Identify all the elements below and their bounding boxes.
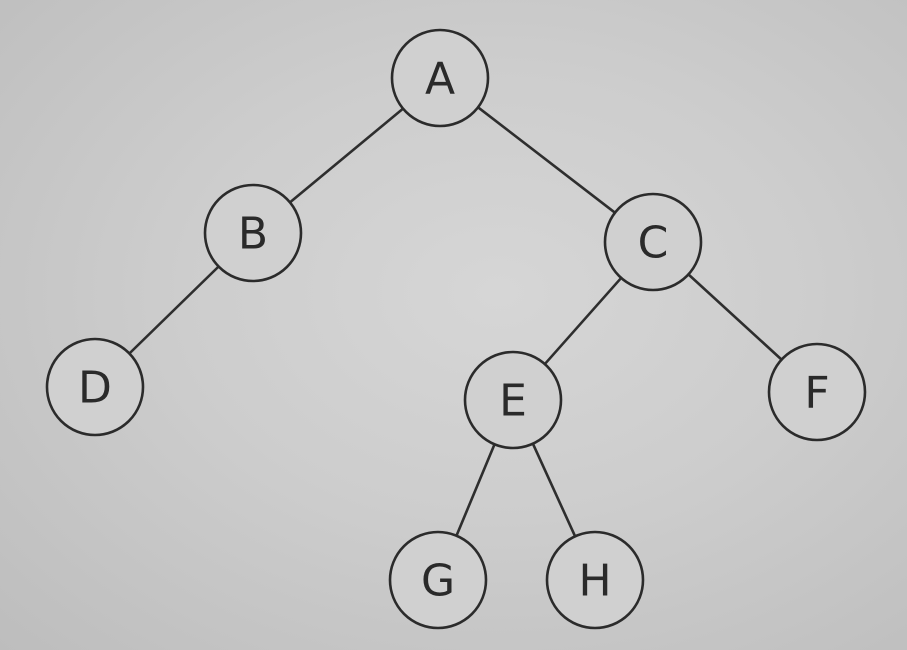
node-circle [388, 530, 488, 630]
tree-node-e: E [463, 350, 563, 450]
nodes-layer: A B C D E F G H [45, 28, 867, 630]
node-circle [767, 342, 867, 442]
edge-b-d [128, 265, 220, 355]
node-circle [603, 192, 703, 292]
tree-node-d: D [45, 337, 145, 437]
node-circle [463, 350, 563, 450]
node-label: E [499, 376, 527, 427]
edge-e-g [455, 443, 496, 537]
node-circle [390, 28, 490, 128]
tree-node-b: B [203, 183, 303, 283]
edge-a-c [476, 105, 617, 215]
edge-a-b [288, 107, 405, 204]
node-circle [203, 183, 303, 283]
edges-layer [128, 105, 783, 538]
tree-node-h: H [545, 530, 645, 630]
tree-node-c: C [603, 192, 703, 292]
edge-c-e [543, 276, 623, 366]
tree-node-a: A [390, 28, 490, 128]
tree-node-f: F [767, 342, 867, 442]
edge-c-f [687, 273, 783, 361]
node-label: H [578, 556, 611, 607]
tree-node-g: G [388, 530, 488, 630]
node-label: A [425, 54, 455, 105]
node-label: D [78, 363, 112, 414]
edge-e-h [531, 442, 577, 538]
node-circle [545, 530, 645, 630]
node-circle [45, 337, 145, 437]
node-label: F [804, 368, 829, 419]
node-label: G [421, 556, 455, 607]
node-label: B [238, 209, 268, 260]
node-label: C [638, 218, 669, 269]
